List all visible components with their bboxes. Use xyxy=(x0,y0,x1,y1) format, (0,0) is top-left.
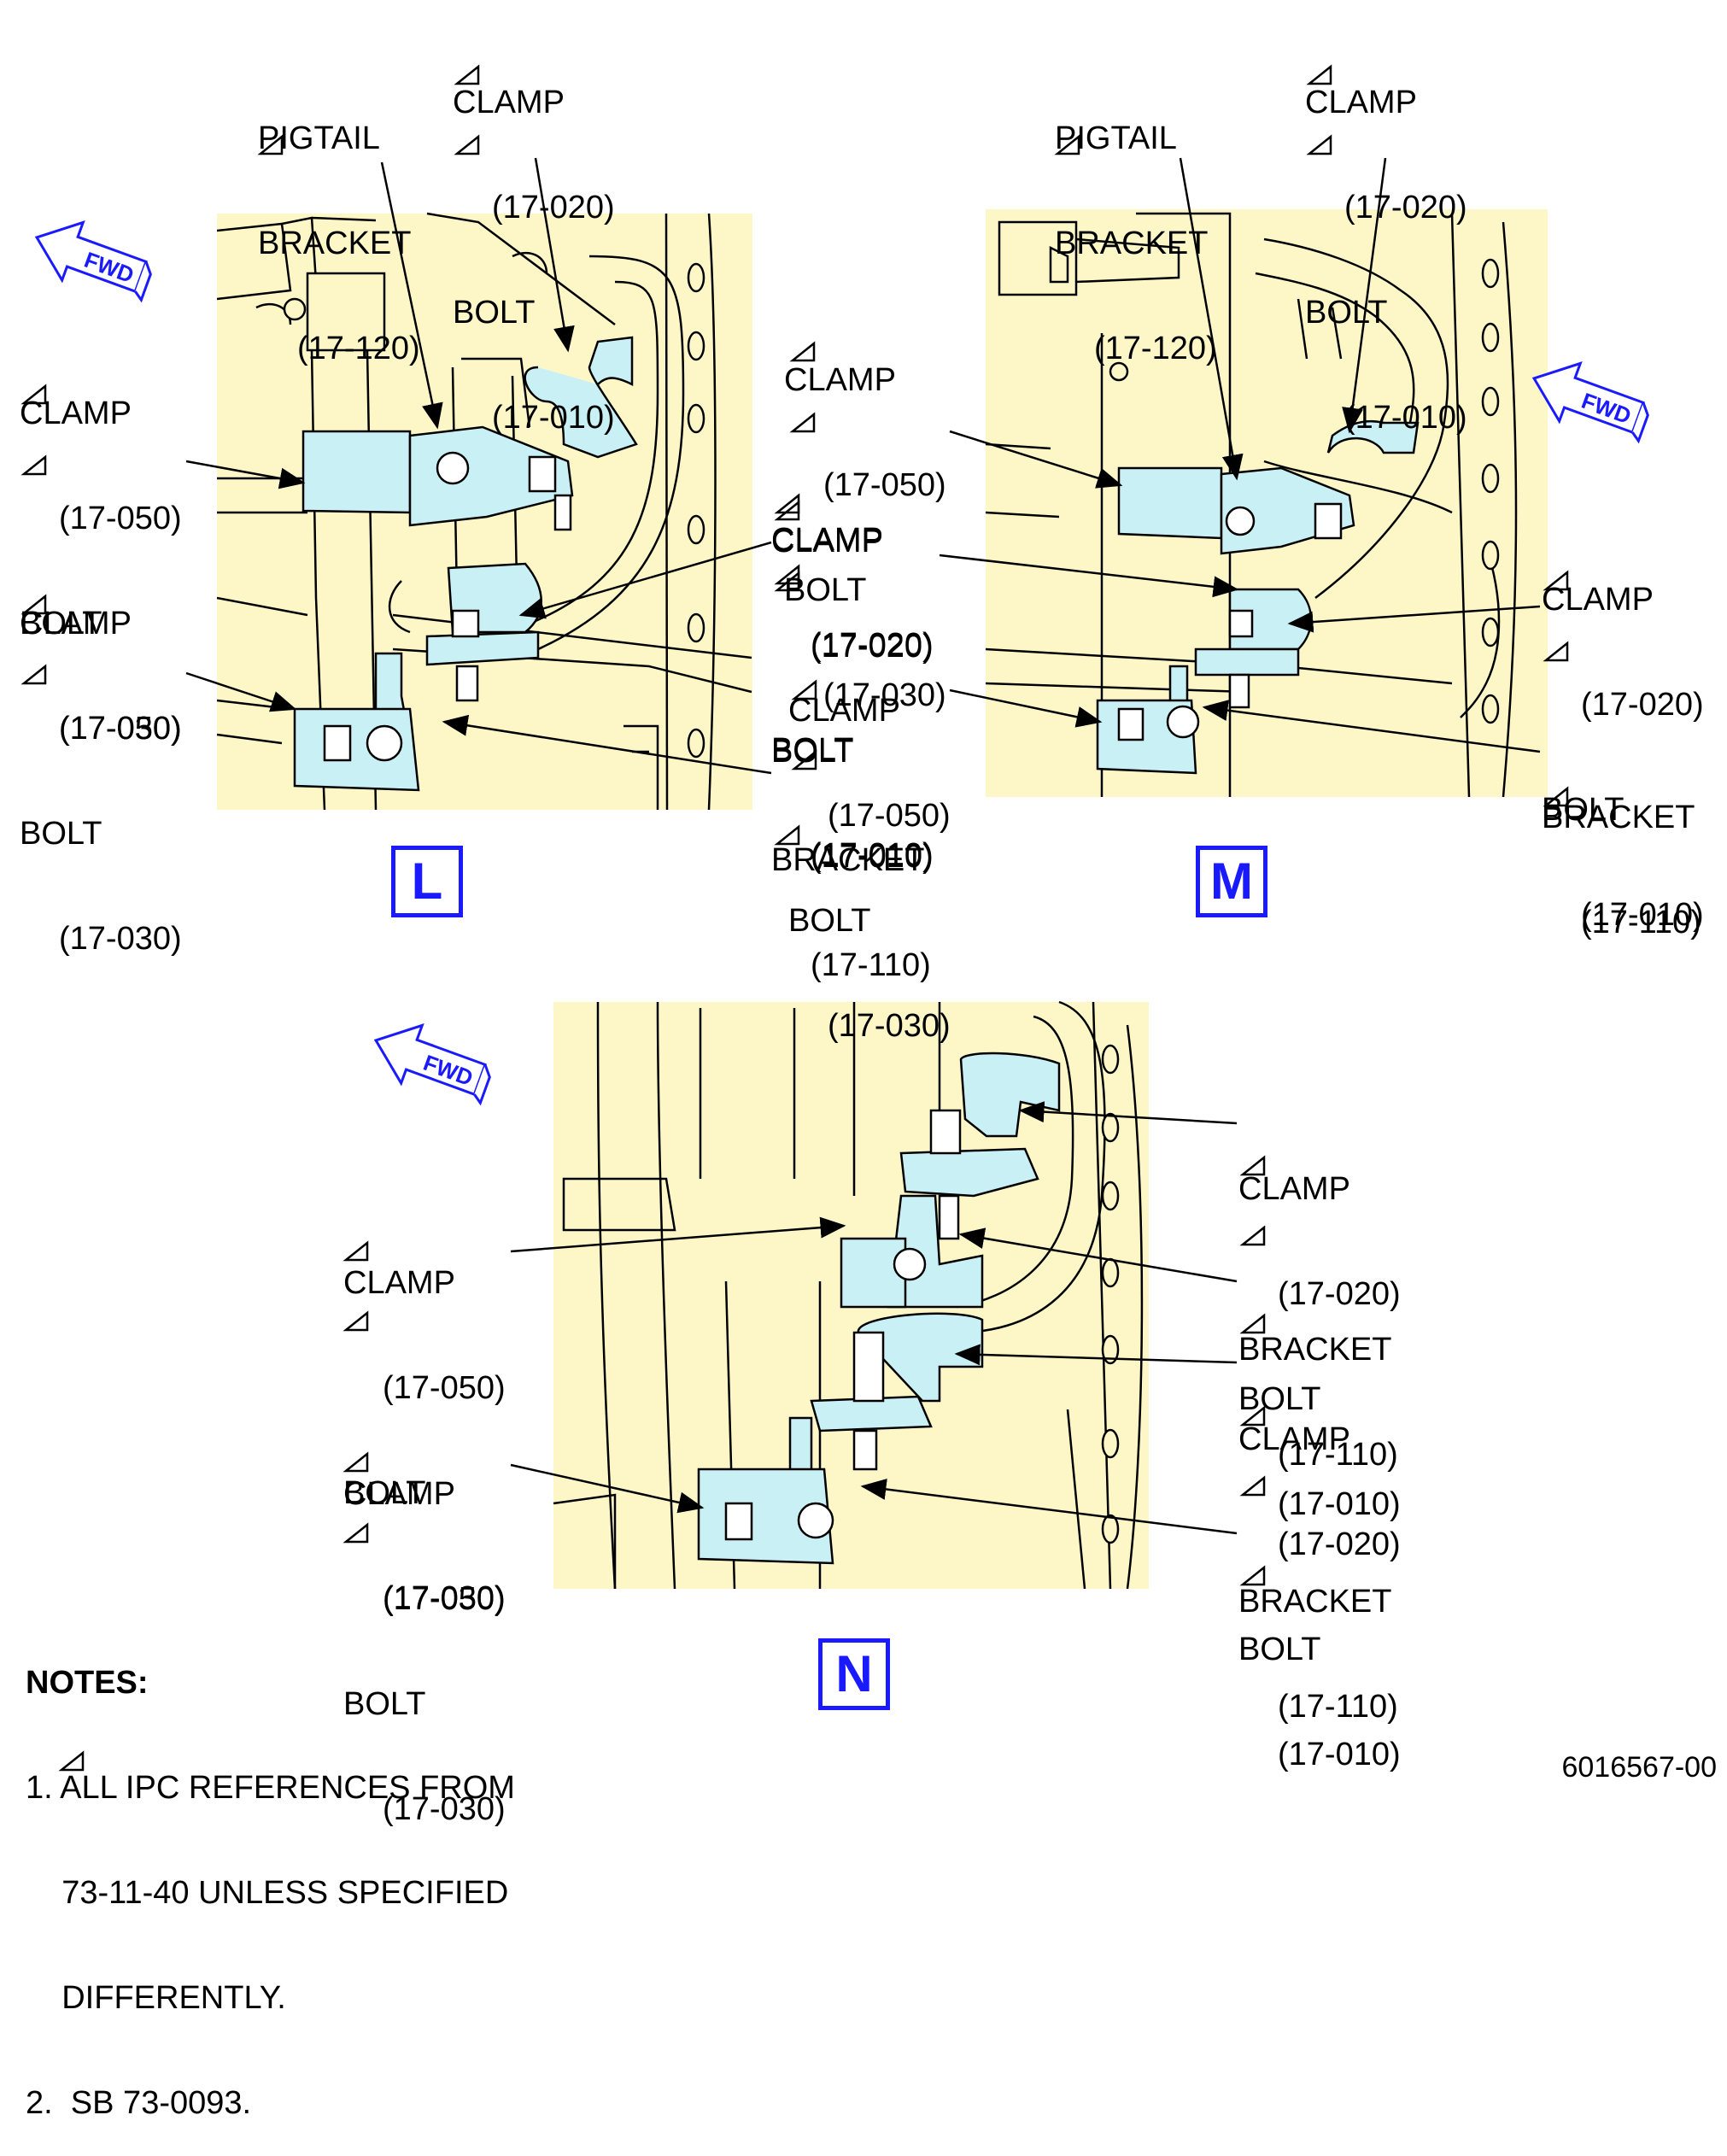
document-number: 6016567-00 xyxy=(1561,1751,1717,1784)
note-1-line-3: DIFFERENTLY. xyxy=(26,1980,286,2016)
label-l-clamp-left-1: CLAMP (17-050) BOLT (17-030) xyxy=(20,395,182,747)
note-2: 2. SB 73-0093. xyxy=(26,2085,252,2121)
label-n-clamp-left-1: CLAMP (17-050) BOLT (17-030) xyxy=(343,1265,506,1616)
illustration: FWD FWD FWD xyxy=(20,64,1649,1772)
label-m-clamp-mid: CLAMP (17-020) BOLT (17-010) xyxy=(771,522,934,873)
label-m-bracket: BRACKET (17-110) xyxy=(1542,800,1701,940)
fwd-arrow-m-icon: FWD xyxy=(1531,361,1649,444)
label-m-clamp-top: CLAMP (17-020) BOLT (17-010) xyxy=(1305,85,1467,436)
view-letter-l: L xyxy=(391,846,463,917)
view-letter-m: M xyxy=(1196,846,1267,917)
label-l-pigtail-bracket: PIGTAIL BRACKET (17-120) xyxy=(258,120,420,366)
label-n-bracket-1: BRACKET (17-110) xyxy=(1238,1332,1398,1473)
panel-l-drawing xyxy=(216,212,752,811)
label-m-clamp-left-2: CLAMP (17-050) BOLT (17-030) xyxy=(788,693,951,1044)
notes-title: NOTES: xyxy=(26,1665,149,1701)
notes-block: NOTES: 1. ALL IPC REFERENCES FROM 73-11-… xyxy=(26,1596,515,2156)
label-n-clamp-right-2: CLAMP (17-020) BOLT (17-010) xyxy=(1238,1421,1401,1772)
label-m-clamp-right: CLAMP (17-020) BOLT (17-010) xyxy=(1542,582,1704,933)
note-1-line-1: 1. ALL IPC REFERENCES FROM xyxy=(26,1770,515,1806)
panel-n-drawing xyxy=(553,1000,1149,1590)
label-l-clamp-left-2: CLAMP (17-050) BOLT (17-030) xyxy=(20,606,182,957)
label-l-clamp-top: CLAMP (17-020) BOLT (17-010) xyxy=(453,85,615,436)
label-m-clamp-left-1: CLAMP (17-050) BOLT (17-030) xyxy=(784,362,946,713)
sb-triangle-icons xyxy=(20,64,1569,1772)
fwd-arrow-l-icon: FWD xyxy=(34,220,152,303)
label-l-bracket: BRACKET (17-110) xyxy=(771,842,931,983)
label-l-clamp-right: CLAMP (17-020) BOLT (17-010) xyxy=(771,524,934,875)
label-n-clamp-right-1: CLAMP (17-020) BOLT (17-010) xyxy=(1238,1171,1401,1522)
label-m-pigtail-bracket: PIGTAIL BRACKET (17-120) xyxy=(1055,120,1217,366)
label-n-bracket-2: BRACKET (17-110) xyxy=(1238,1584,1398,1725)
leader-lines xyxy=(185,157,1541,1535)
note-1-line-2: 73-11-40 UNLESS SPECIFIED xyxy=(26,1875,509,1911)
fwd-arrow-n-icon: FWD xyxy=(373,1023,491,1106)
view-letter-n: N xyxy=(818,1638,890,1710)
panel-m-drawing xyxy=(985,209,1548,798)
